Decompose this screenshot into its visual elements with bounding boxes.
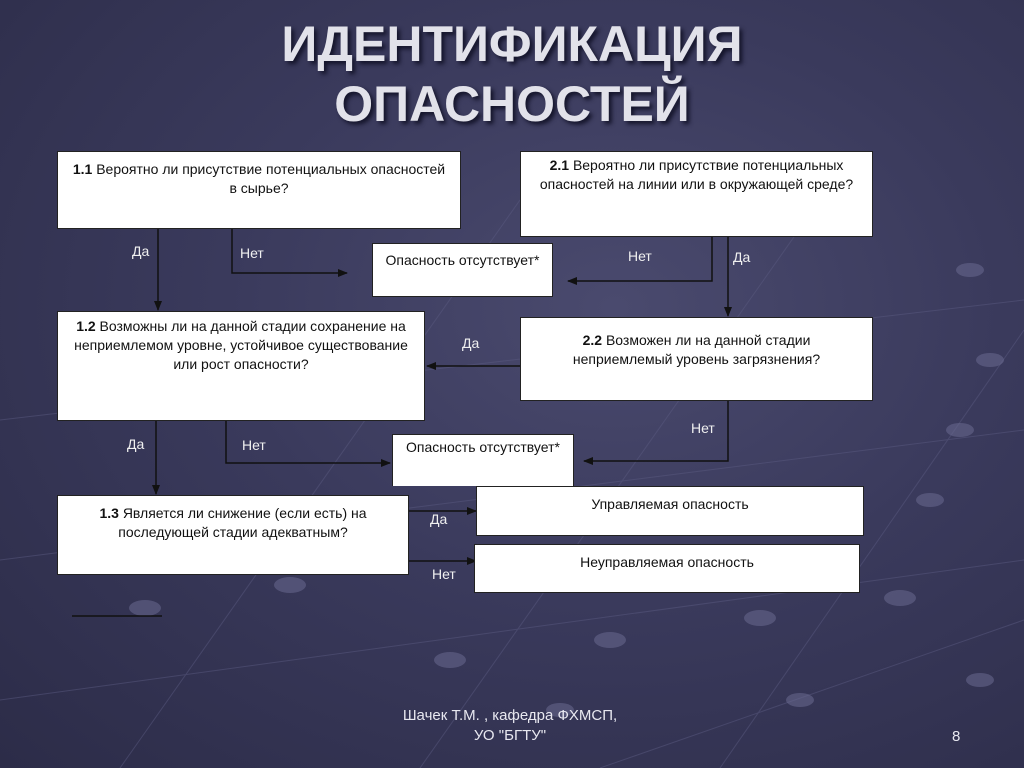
label-no-1-3: Нет	[432, 566, 456, 582]
question-2-1-box: 2.1 Вероятно ли присутствие потенциальны…	[520, 151, 873, 237]
question-1-1-box: 1.1 Вероятно ли присутствие потенциальны…	[57, 151, 461, 229]
hazard-absent-box-2: Опасность отсутствует*	[392, 434, 574, 486]
label-no-2-2: Нет	[691, 420, 715, 436]
unmanaged-hazard-text: Неуправляемая опасность	[580, 554, 754, 570]
title-line-1: ИДЕНТИФИКАЦИЯ	[281, 16, 743, 72]
question-1-1-text: Вероятно ли присутствие потенциальных оп…	[96, 161, 446, 196]
question-1-3-box: 1.3 Является ли снижение (если есть) на …	[57, 495, 409, 575]
label-yes-1-1: Да	[132, 243, 150, 259]
footer-line-2: УО "БГТУ"	[473, 727, 547, 744]
label-no-1-2: Нет	[242, 437, 266, 453]
label-no-1-1: Нет	[240, 245, 264, 261]
label-yes-2-2: Да	[462, 335, 480, 351]
hazard-absent-text-1: Опасность отсутствует*	[385, 252, 540, 268]
hazard-absent-text-2: Опасность отсутствует*	[406, 439, 560, 455]
question-2-2-number: 2.2	[582, 332, 603, 348]
question-2-1-text: Вероятно ли присутствие потенциальных оп…	[539, 157, 854, 192]
page-number: 8	[952, 728, 961, 745]
hazard-absent-box-1: Опасность отсутствует*	[372, 243, 553, 297]
label-yes-2-1: Да	[733, 249, 751, 265]
unmanaged-hazard-box: Неуправляемая опасность	[474, 544, 860, 593]
footer-line-1: Шачек Т.М. , кафедра ФХМСП,	[402, 707, 618, 724]
managed-hazard-box: Управляемая опасность	[476, 486, 864, 536]
question-1-2-text: Возможны ли на данной стадии сохранение …	[74, 318, 408, 372]
question-1-1-number: 1.1	[72, 161, 93, 177]
page-title: ИДЕНТИФИКАЦИЯ ОПАСНОСТЕЙ	[0, 14, 1024, 134]
question-1-2-box: 1.2 Возможны ли на данной стадии сохране…	[57, 311, 425, 421]
label-yes-1-3: Да	[430, 511, 448, 527]
footer-author: Шачек Т.М. , кафедра ФХМСП, УО "БГТУ"	[350, 706, 670, 746]
label-no-2-1: Нет	[628, 248, 652, 264]
label-yes-1-2: Да	[127, 436, 145, 452]
question-2-1-number: 2.1	[549, 157, 570, 173]
question-2-2-box: 2.2 Возможен ли на данной стадии неприем…	[520, 317, 873, 401]
question-1-3-text: Является ли снижение (если есть) на посл…	[118, 505, 367, 540]
question-1-3-number: 1.3	[99, 505, 119, 521]
question-2-2-text: Возможен ли на данной стадии неприемлемы…	[572, 332, 821, 367]
managed-hazard-text: Управляемая опасность	[591, 496, 749, 512]
question-1-2-number: 1.2	[76, 318, 96, 334]
title-line-2: ОПАСНОСТЕЙ	[334, 76, 690, 132]
